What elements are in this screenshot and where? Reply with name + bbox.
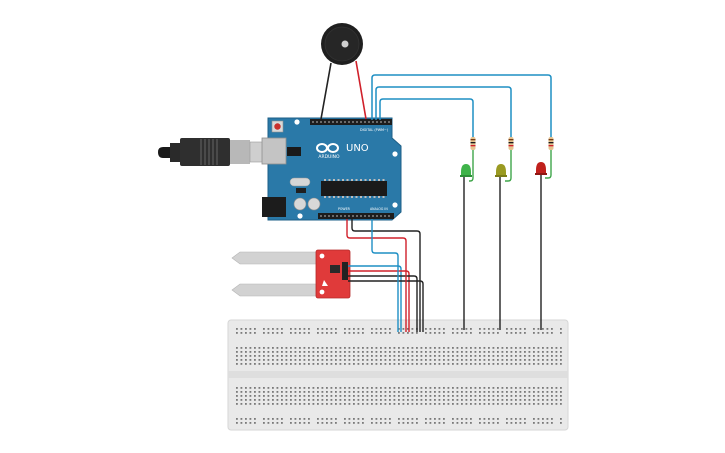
atmega-chip: [321, 181, 387, 196]
power-jack: [262, 197, 286, 217]
resistor-3[interactable]: [548, 137, 554, 150]
arduino-model-label: UNO: [346, 143, 369, 154]
resistor-led-leads: [469, 150, 552, 182]
breadboard-holes: [236, 328, 562, 424]
arduino-power-wires: [346, 219, 421, 332]
arduino-logo-icon: [316, 143, 339, 153]
breadboard[interactable]: [227, 319, 569, 431]
sensor-probe-top: [231, 251, 321, 265]
digital-header-label: DIGITAL (PWM~): [360, 128, 389, 132]
reset-button[interactable]: [274, 123, 281, 130]
digital-header: [310, 119, 392, 125]
led-red[interactable]: [535, 162, 547, 330]
led-yellow[interactable]: [495, 164, 507, 330]
usb-cable-icon: [158, 138, 273, 166]
soil-moisture-sensor-icon[interactable]: [231, 249, 351, 299]
arduino-brand-label: ARDUINO: [318, 154, 340, 160]
resistor-2[interactable]: [508, 137, 514, 150]
led-green[interactable]: [460, 164, 472, 330]
piezo-buzzer-icon[interactable]: [320, 23, 367, 120]
usb-port: [261, 137, 287, 165]
power-header-label: POWER: [338, 207, 351, 211]
led-signal-wires: [371, 74, 552, 140]
arduino-uno-board[interactable]: ARDUINO UNO DIGITAL (PWM~) POWER ANALOG …: [261, 117, 402, 221]
resistor-1[interactable]: [470, 137, 476, 150]
sensor-probe-bottom: [231, 283, 321, 297]
analog-header-label: ANALOG IN: [370, 207, 388, 211]
